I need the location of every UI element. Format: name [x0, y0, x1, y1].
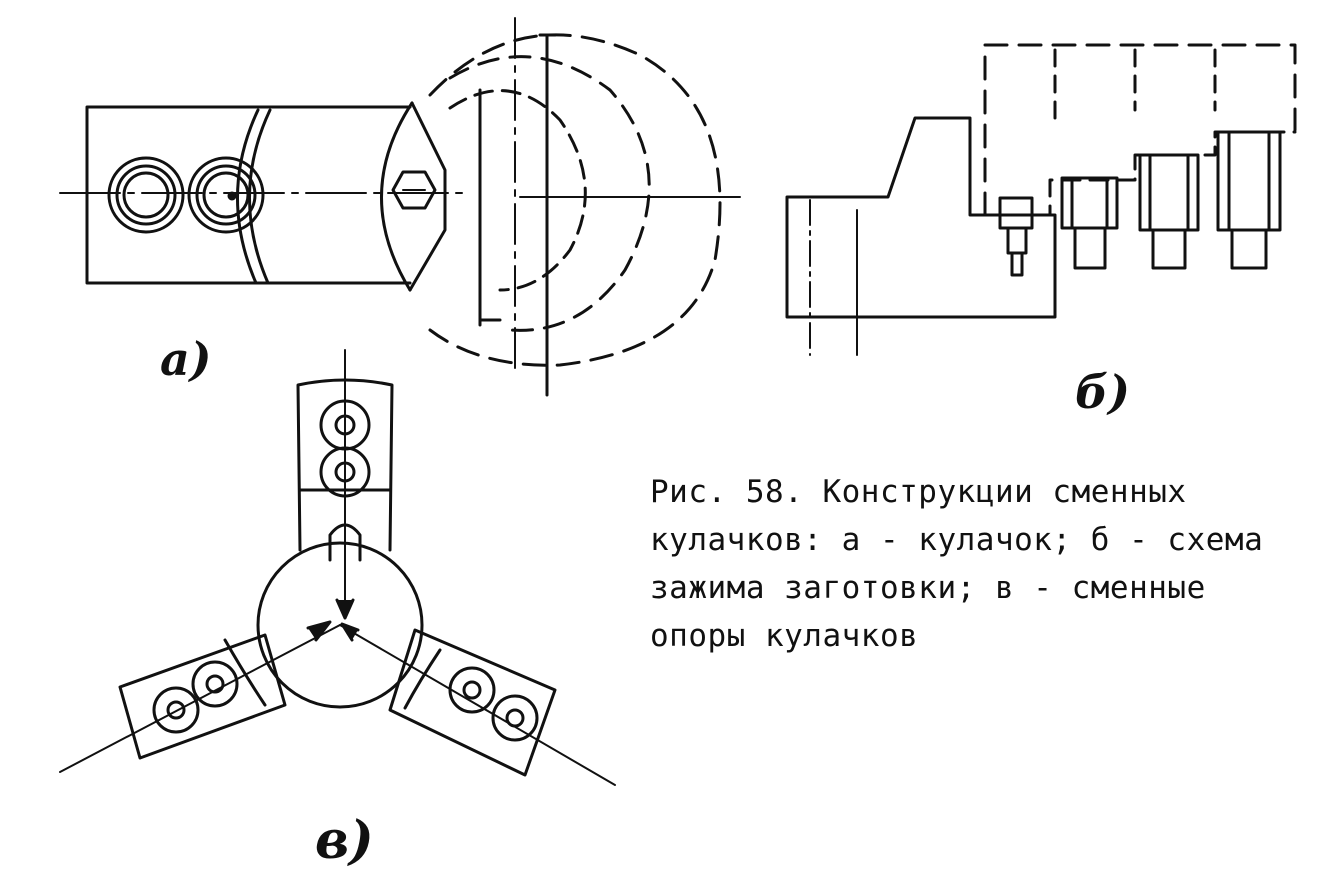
- view-a-cam: a): [59, 17, 741, 397]
- workpiece-dashed-arc-inner: [448, 89, 587, 292]
- screw-hole-right: [187, 156, 265, 234]
- screw-hole-left: [107, 156, 185, 234]
- hex-nut: [391, 170, 437, 210]
- jaw-face-arc-outer: [408, 101, 447, 292]
- support-3: [1138, 153, 1200, 270]
- support-4: [1216, 130, 1282, 270]
- workpiece-outline: [785, 116, 1057, 319]
- figure-caption: Рис. 58. Конструкции сменных кулачков: а…: [650, 468, 1320, 660]
- label-v: в): [315, 810, 374, 870]
- jaw-left: [59, 620, 341, 773]
- workpiece-dashed-arc-outer: [428, 33, 722, 367]
- view-b-clamping-scheme: б): [785, 43, 1297, 419]
- workpiece-circle: [256, 541, 424, 709]
- cam-dashed-steps: [983, 130, 1297, 217]
- jaw-right: [339, 622, 616, 786]
- jaw-top: [296, 349, 394, 620]
- caption-line-4: опоры кулачков: [650, 618, 919, 654]
- support-2: [1060, 176, 1119, 270]
- workpiece-dashed-arc-mid: [448, 55, 651, 332]
- cam-dashed-outline: [983, 43, 1297, 217]
- support-1: [998, 196, 1034, 277]
- cam-body-outline: [85, 105, 412, 285]
- caption-line-3: зажима заготовки; в - сменные: [650, 570, 1206, 606]
- caption-line-1: Рис. 58. Конструкции сменных: [650, 474, 1187, 510]
- view-v-replaceable-supports: в): [59, 349, 616, 870]
- cam-groove-arc-1: [236, 108, 260, 285]
- label-b: б): [1075, 365, 1130, 419]
- cam-groove-arc-2: [248, 108, 272, 285]
- label-a: a): [160, 332, 212, 386]
- jaw-face-arc: [380, 101, 414, 292]
- caption-line-2: кулачков: а - кулачок; б - схема: [650, 522, 1264, 558]
